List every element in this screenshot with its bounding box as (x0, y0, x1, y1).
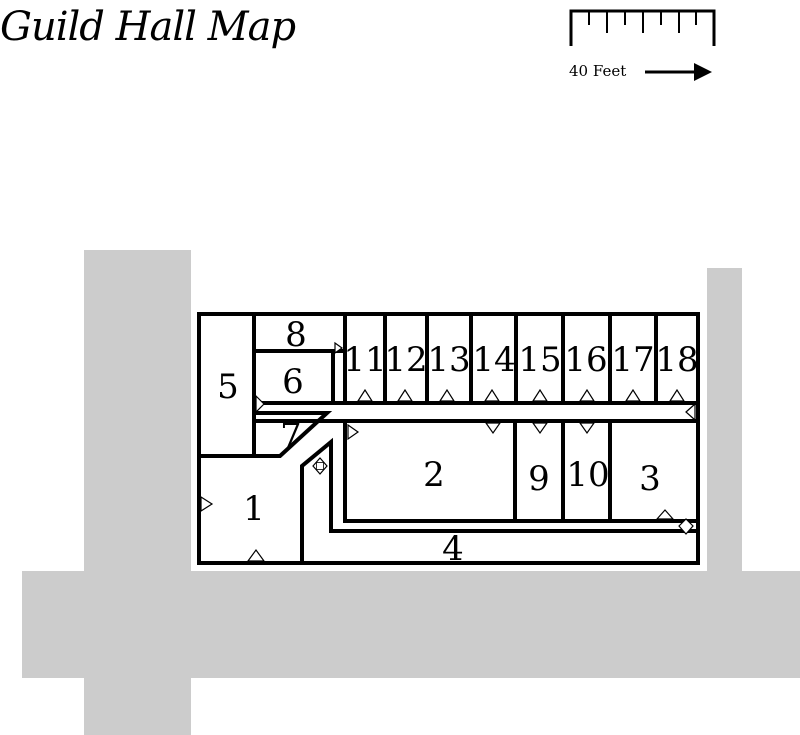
room-6-label: 6 (282, 362, 304, 402)
room-10-label: 10 (566, 455, 609, 495)
door-east (685, 402, 696, 422)
door-14b (484, 422, 502, 435)
streets (22, 250, 800, 735)
door-secret-mark (316, 462, 324, 470)
door-13 (438, 388, 456, 402)
room-13-label: 13 (427, 340, 470, 380)
door-18 (668, 388, 686, 402)
room-3-label: 3 (639, 459, 661, 499)
door-15 (531, 388, 549, 402)
street-south (22, 571, 800, 678)
room-14-label: 14 (472, 340, 515, 380)
room-9-label: 9 (528, 459, 550, 499)
door-2 (347, 423, 360, 441)
door-14 (483, 388, 501, 402)
door-11 (356, 388, 374, 402)
room-1-label: 1 (243, 489, 265, 529)
door-secret (312, 457, 328, 475)
door-3 (655, 509, 675, 520)
walls (197, 312, 700, 565)
door-6-corridor (334, 341, 344, 355)
door-5-6 (255, 394, 265, 414)
room-5-label: 5 (217, 367, 239, 407)
door-4-east (678, 518, 694, 535)
door-9 (531, 422, 549, 435)
room-7-label: 7 (280, 416, 302, 456)
room-17-label: 17 (611, 340, 654, 380)
room-16-label: 16 (564, 340, 607, 380)
room-11-label: 11 (343, 340, 386, 380)
room-4-label: 4 (442, 529, 464, 569)
map-title: Guild Hall Map (0, 4, 296, 50)
door-1-south (246, 548, 266, 562)
door-17 (624, 388, 642, 402)
room-12-label: 12 (384, 340, 427, 380)
door-10 (578, 422, 596, 435)
room-18-label: 18 (655, 340, 698, 380)
door-1-west (200, 495, 214, 513)
door-16 (578, 388, 596, 402)
scale-arrow-head (694, 63, 712, 81)
room-15-label: 15 (518, 340, 561, 380)
street-east (707, 268, 742, 578)
room-8-label: 8 (285, 315, 307, 355)
scale-bar (569, 9, 716, 81)
room-2-label: 2 (423, 455, 445, 495)
door-12 (396, 388, 414, 402)
room-labels: 1 2 3 4 5 6 7 8 9 10 11 12 13 14 15 16 1… (217, 315, 698, 569)
scale-label: 40 Feet (569, 62, 627, 80)
doors (200, 341, 696, 562)
